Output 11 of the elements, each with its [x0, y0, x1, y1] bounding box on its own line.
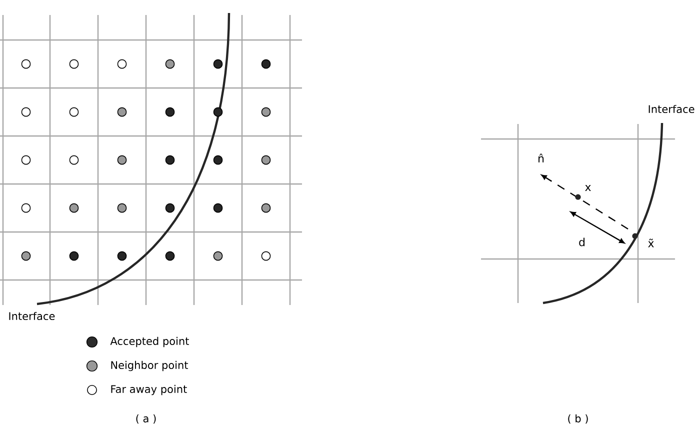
- distance-label: d: [579, 238, 584, 246]
- panel-label: ( b ): [568, 414, 588, 424]
- point-label: x̃: [648, 238, 654, 248]
- interface-label: Interface: [9, 312, 55, 320]
- interface-label: Interface: [648, 104, 694, 114]
- panel-label: ( a ): [136, 414, 156, 424]
- vector-label: n̂: [538, 154, 544, 162]
- legend-text: Accepted point: [110, 336, 189, 348]
- legend-text: Neighbor point: [111, 360, 188, 372]
- point-label: x: [585, 185, 591, 191]
- legend-text: Far away point: [111, 384, 187, 396]
